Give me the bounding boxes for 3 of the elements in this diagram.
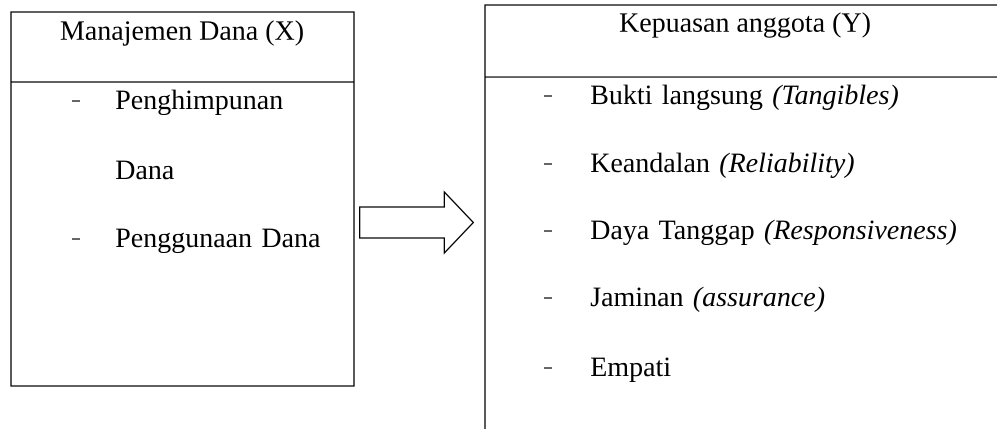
- block-arrow: [359, 190, 474, 255]
- list-box: Kepuasan anggota (Y) Bukti langsung (Tangibles) Keandalan (Reliability) Daya Tanggap (Responsiveness) Jaminan (assurance) Empati: [484, 4, 997, 429]
- list-box: Manajemen Dana (X) Penghimpunan Dana Penggunaan Dana: [10, 11, 355, 387]
